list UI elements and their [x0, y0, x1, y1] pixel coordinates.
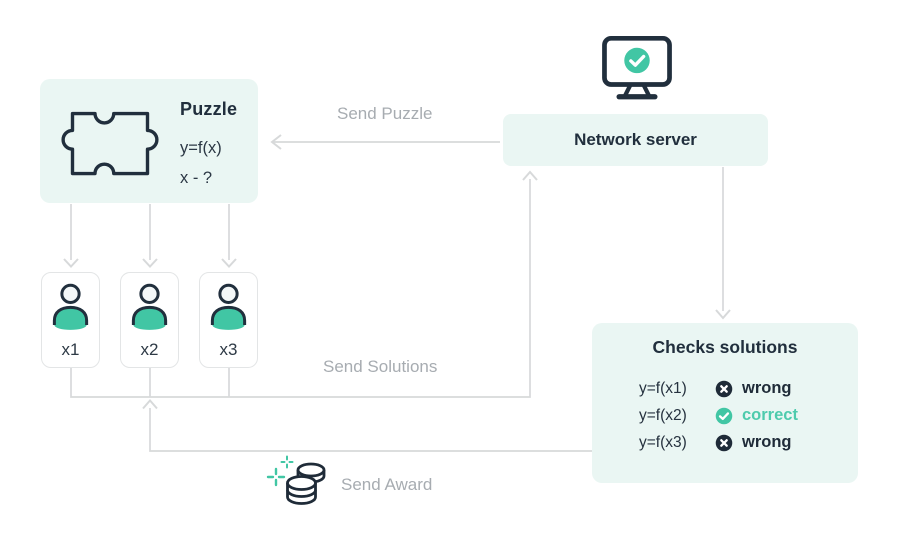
- miner-person-icon: [210, 283, 247, 330]
- miner-person-icon: [131, 283, 168, 330]
- puzzle-question: x - ?: [180, 169, 213, 187]
- miner-card-x1: x1: [41, 272, 100, 368]
- coins-sparkle-icon: [266, 455, 326, 505]
- check-expression: y=f(x3): [639, 433, 687, 451]
- puzzle-title: Puzzle: [180, 99, 238, 119]
- monitor-check-icon: [602, 35, 672, 100]
- checks-solutions-title: Checks solutions: [652, 337, 798, 357]
- puzzle-piece-icon: [61, 111, 159, 176]
- check-row: y=f(x3) wrong: [639, 429, 798, 456]
- sparkle-icon: [266, 455, 294, 487]
- check-status: wrong: [742, 433, 792, 451]
- send-award-arrowhead: [142, 398, 158, 410]
- miner2-arrowhead: [142, 258, 158, 268]
- miner1-arrowhead: [63, 258, 79, 268]
- send-puzzle-label: Send Puzzle: [337, 104, 433, 123]
- send-puzzle-arrowhead: [270, 134, 282, 150]
- send-award-path: [149, 408, 592, 452]
- cross-circle-icon: [715, 380, 733, 398]
- miner-label: x3: [219, 340, 238, 359]
- check-circle-icon: [715, 407, 733, 425]
- check-status: correct: [742, 406, 798, 424]
- checks-solutions-box: Checks solutions y=f(x1) wrong y=f(x2): [592, 323, 858, 483]
- puzzle-box: Puzzle y=f(x) x - ?: [40, 79, 258, 203]
- network-server-label: Network server: [574, 130, 697, 149]
- miner-label: x2: [140, 340, 159, 359]
- check-row: y=f(x2) correct: [639, 402, 798, 429]
- miner-person-icon: [52, 283, 89, 330]
- miner-label: x1: [61, 340, 80, 359]
- check-expression: y=f(x1): [639, 379, 687, 397]
- check-expression: y=f(x2): [639, 406, 687, 424]
- puzzle-text-block: Puzzle y=f(x) x - ?: [180, 99, 237, 193]
- coin-stack: [286, 462, 326, 505]
- miner-card-x2: x2: [120, 272, 179, 368]
- check-row: y=f(x1) wrong: [639, 375, 798, 402]
- check-status: wrong: [742, 379, 792, 397]
- miner-card-x3: x3: [199, 272, 258, 368]
- cross-circle-icon: [715, 434, 733, 452]
- network-server-box: Network server: [503, 114, 768, 166]
- check-rows: y=f(x1) wrong y=f(x2) correct: [639, 375, 798, 456]
- send-solutions-arrowhead: [522, 170, 538, 181]
- send-award-label: Send Award: [341, 475, 433, 494]
- send-solutions-label: Send Solutions: [323, 357, 438, 376]
- miner3-arrowhead: [221, 258, 237, 268]
- server-to-checks-arrowhead: [715, 309, 731, 320]
- puzzle-formula: y=f(x): [180, 139, 222, 157]
